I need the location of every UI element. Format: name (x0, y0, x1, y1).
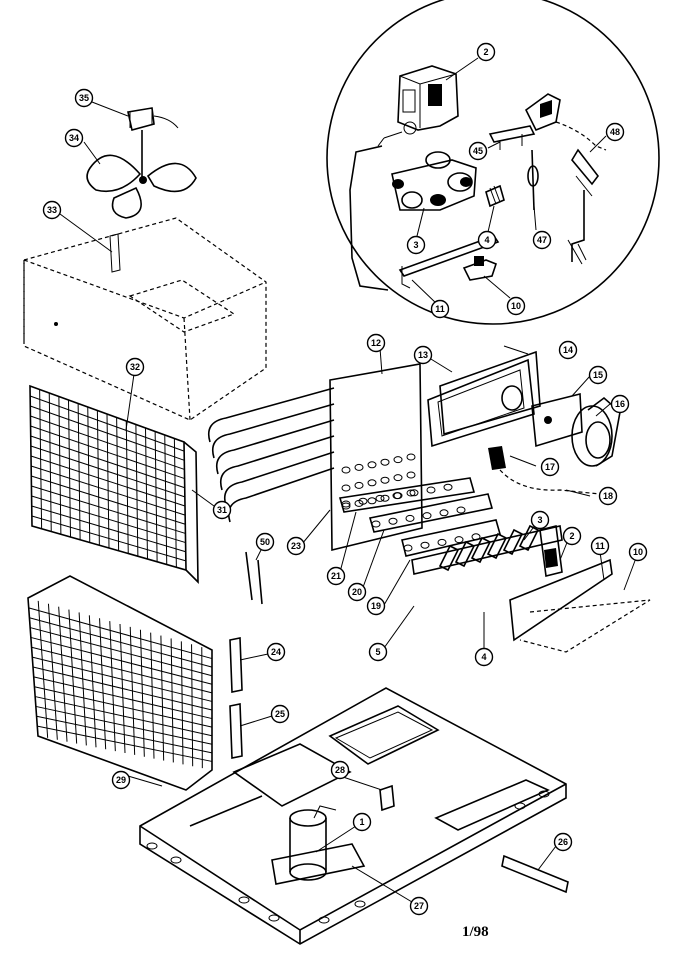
svg-text:50: 50 (260, 537, 270, 547)
callout-31: 31 (212, 500, 232, 520)
callout-35: 35 (74, 88, 94, 108)
callout-15: 15 (588, 365, 608, 385)
callout-3-lower: 3 (530, 510, 550, 530)
figure-id: 1/98 (462, 924, 489, 940)
svg-text:47: 47 (537, 235, 547, 245)
svg-text:31: 31 (217, 505, 227, 515)
svg-text:17: 17 (545, 462, 555, 472)
callout-12: 12 (366, 333, 386, 353)
svg-text:18: 18 (603, 491, 613, 501)
svg-text:48: 48 (610, 127, 620, 137)
callout-10-lower: 10 (628, 542, 648, 562)
callout-11: 11 (430, 299, 450, 319)
callout-25: 25 (270, 704, 290, 724)
callout-1: 1 (352, 812, 372, 832)
bracket-25-illustration (229, 703, 243, 759)
callout-24: 24 (266, 642, 286, 662)
callout-18: 18 (598, 486, 618, 506)
svg-text:13: 13 (418, 350, 428, 360)
svg-text:23: 23 (291, 541, 301, 551)
svg-text:12: 12 (371, 338, 381, 348)
svg-text:4: 4 (481, 652, 486, 662)
svg-text:28: 28 (335, 765, 345, 775)
svg-text:11: 11 (435, 304, 445, 314)
svg-text:34: 34 (69, 133, 79, 143)
svg-text:2: 2 (483, 47, 488, 57)
bracket-24-illustration (229, 637, 243, 693)
callout-27: 27 (409, 896, 429, 916)
callout-45: 45 (468, 141, 488, 161)
svg-text:20: 20 (352, 587, 362, 597)
callout-29: 29 (111, 770, 131, 790)
svg-text:3: 3 (537, 515, 542, 525)
clip-illustration (245, 551, 263, 605)
callout-2: 2 (476, 42, 496, 62)
wrap-grille-illustration (27, 575, 213, 791)
svg-text:32: 32 (130, 362, 140, 372)
callout-14: 14 (558, 340, 578, 360)
condenser-fan-illustration (86, 107, 197, 219)
callout-17: 17 (540, 457, 560, 477)
callout-16: 16 (610, 394, 630, 414)
gas-valve-illustration (377, 65, 459, 147)
svg-text:15: 15 (593, 370, 603, 380)
svg-text:3: 3 (413, 240, 418, 250)
svg-text:27: 27 (414, 901, 424, 911)
burner-manifold-illustration (411, 524, 651, 653)
callout-26: 26 (553, 832, 573, 852)
callout-11-lower: 11 (590, 536, 610, 556)
svg-text:10: 10 (511, 301, 521, 311)
callout-3: 3 (406, 235, 426, 255)
callout-34: 34 (64, 128, 84, 148)
svg-text:2: 2 (569, 531, 574, 541)
callout-28: 28 (330, 760, 350, 780)
heat-exchanger-illustration (207, 363, 423, 552)
svg-text:1: 1 (359, 817, 364, 827)
svg-text:35: 35 (79, 93, 89, 103)
callout-50: 50 (255, 532, 275, 552)
svg-text:26: 26 (558, 837, 568, 847)
callout-5: 5 (368, 642, 388, 662)
svg-text:11: 11 (595, 541, 605, 551)
callout-33: 33 (42, 200, 62, 220)
svg-text:45: 45 (473, 146, 483, 156)
svg-text:24: 24 (271, 647, 281, 657)
compressor-illustration (271, 805, 366, 885)
callout-4: 4 (477, 230, 497, 250)
callout-32: 32 (125, 357, 145, 377)
callout-2-lower: 2 (562, 526, 582, 546)
svg-text:10: 10 (633, 547, 643, 557)
svg-text:29: 29 (116, 775, 126, 785)
callout-13: 13 (413, 345, 433, 365)
callout-19: 19 (366, 596, 386, 616)
svg-text:25: 25 (275, 709, 285, 719)
svg-text:19: 19 (371, 601, 381, 611)
rail-illustration (501, 854, 569, 894)
callout-47: 47 (532, 230, 552, 250)
svg-text:4: 4 (484, 235, 489, 245)
igniter-assembly-illustration (391, 151, 477, 211)
svg-text:21: 21 (331, 571, 341, 581)
callout-23: 23 (286, 536, 306, 556)
callout-48: 48 (605, 122, 625, 142)
condenser-coil-illustration (29, 384, 199, 584)
callout-20: 20 (347, 582, 367, 602)
svg-text:16: 16 (615, 399, 625, 409)
callout-10: 10 (506, 296, 526, 316)
callout-21: 21 (326, 566, 346, 586)
callout-4-lower: 4 (474, 647, 494, 667)
gas-controls-inset (326, 0, 660, 325)
svg-text:33: 33 (47, 205, 57, 215)
filter-drier-illustration (379, 784, 395, 812)
svg-text:14: 14 (563, 345, 573, 355)
top-shroud-illustration (23, 217, 267, 421)
burner-baffles-illustration (338, 477, 501, 557)
leader-lines (59, 57, 637, 903)
callout-bubbles: 2 3 4 11 10 45 47 48 35 34 33 32 31 12 1… (42, 42, 648, 916)
svg-text:5: 5 (375, 647, 380, 657)
base-pan-illustration (139, 687, 567, 945)
